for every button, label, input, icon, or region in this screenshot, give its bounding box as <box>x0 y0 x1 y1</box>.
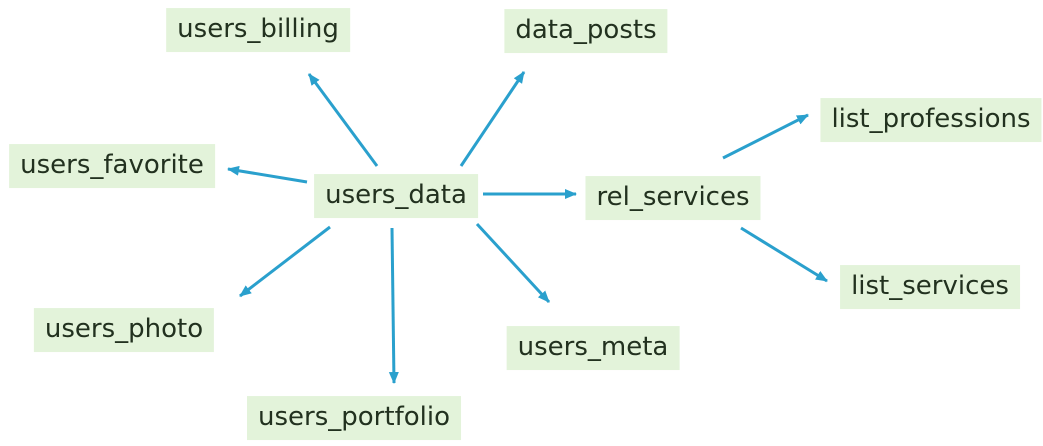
node-users_billing: users_billing <box>166 8 350 52</box>
node-users_portfolio: users_portfolio <box>247 396 461 440</box>
edge-users_data-to-users_billing <box>307 73 379 167</box>
node-users_photo: users_photo <box>33 308 215 352</box>
edge-users_data-to-users_favorite <box>227 165 308 184</box>
node-data_posts: data_posts <box>504 9 668 53</box>
node-users_favorite: users_favorite <box>9 144 215 188</box>
node-users_data: users_data <box>314 174 478 218</box>
edge-rel_services-to-list_professions <box>722 113 809 160</box>
edge-users_data-to-users_meta <box>475 222 551 304</box>
edge-users_data-to-users_photo <box>239 225 331 298</box>
edge-rel_services-to-list_services <box>740 226 828 283</box>
node-list_professions: list_professions <box>820 98 1042 142</box>
edge-users_data-to-data_posts <box>459 71 526 167</box>
edge-users_data-to-users_portfolio <box>388 227 399 384</box>
node-list_services: list_services <box>840 265 1020 309</box>
node-users_meta: users_meta <box>506 326 680 370</box>
node-rel_services: rel_services <box>585 176 761 220</box>
